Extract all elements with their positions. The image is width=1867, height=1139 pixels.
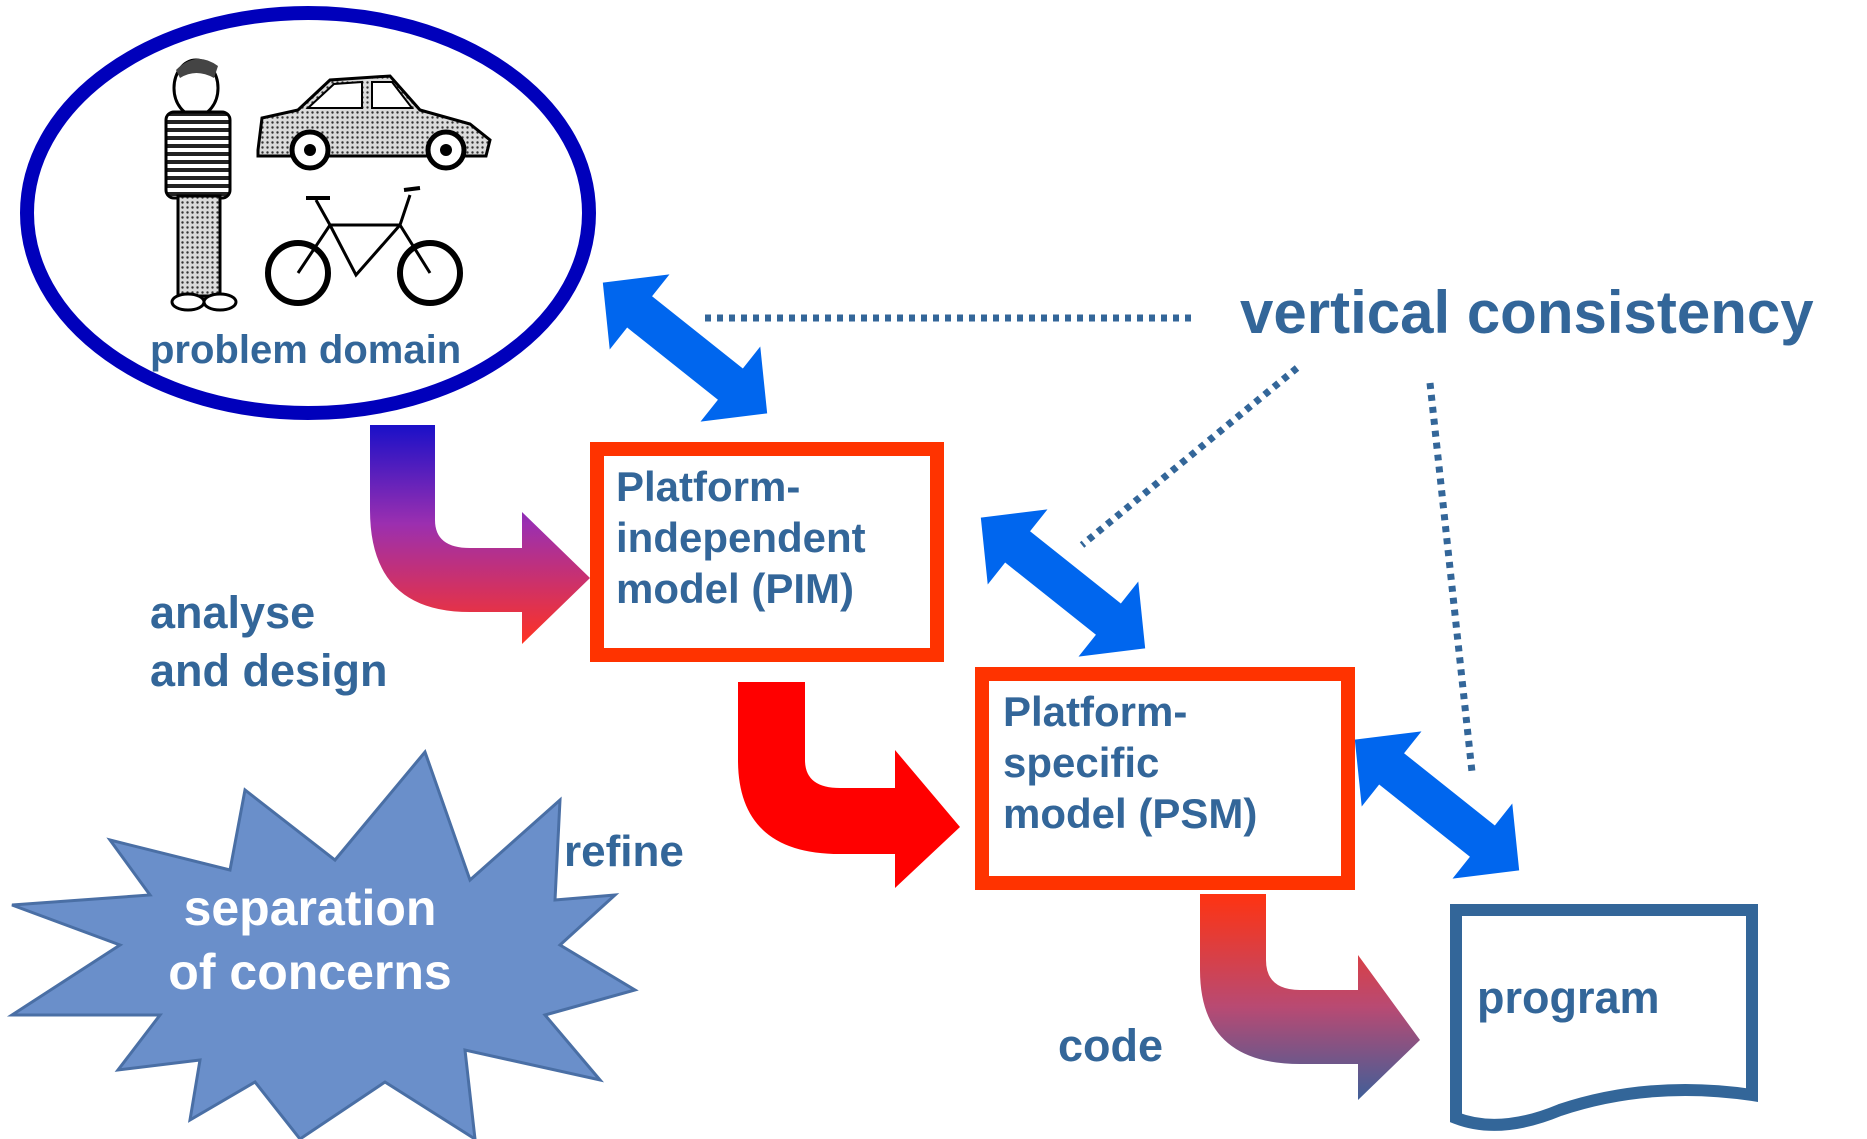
psm-label-line1: Platform- bbox=[1003, 688, 1188, 735]
separation-starburst bbox=[6, 749, 639, 1139]
double-arrow-pim-psm bbox=[980, 509, 1146, 657]
psm-box bbox=[975, 667, 1355, 890]
refine-label: refine bbox=[564, 827, 684, 876]
psm-label-line3: model (PSM) bbox=[1003, 790, 1258, 837]
car-clipart bbox=[256, 74, 492, 171]
person-clipart bbox=[164, 58, 238, 312]
pim-label-line1: Platform- bbox=[616, 463, 801, 510]
double-arrow-psm-program bbox=[1354, 731, 1520, 879]
psm-label-line2: specific bbox=[1003, 739, 1160, 786]
problem-domain-ellipse bbox=[20, 6, 596, 420]
consistency-line-psm bbox=[1079, 365, 1300, 548]
problem-domain-label: problem domain bbox=[150, 328, 462, 372]
vertical-consistency-label: vertical consistency bbox=[1240, 279, 1814, 346]
analyse-label: analyse and design bbox=[150, 584, 388, 700]
pim-label-line2: independent bbox=[616, 514, 866, 561]
consistency-line-program bbox=[1426, 382, 1476, 773]
program-document bbox=[1450, 904, 1758, 1131]
psm-label: Platform- specific model (PSM) bbox=[1003, 686, 1257, 839]
starburst-label-line1: separation bbox=[183, 880, 437, 936]
refine-arrow bbox=[738, 682, 960, 888]
pim-label-line3: model (PIM) bbox=[616, 565, 854, 612]
pim-label: Platform- independent model (PIM) bbox=[616, 461, 866, 614]
double-arrow-problem-pim bbox=[602, 274, 768, 422]
starburst-label-line2: of concerns bbox=[168, 944, 452, 1000]
code-label: code bbox=[1058, 1020, 1164, 1071]
starburst-label: separation of concerns bbox=[160, 876, 460, 1004]
pim-box bbox=[590, 442, 944, 662]
program-label: program bbox=[1477, 972, 1660, 1023]
bicycle-clipart bbox=[265, 186, 463, 306]
analyse-label-line1: analyse bbox=[150, 587, 316, 638]
analyse-label-line2: and design bbox=[150, 645, 388, 696]
code-arrow bbox=[1200, 894, 1420, 1100]
analyse-arrow bbox=[370, 425, 590, 644]
